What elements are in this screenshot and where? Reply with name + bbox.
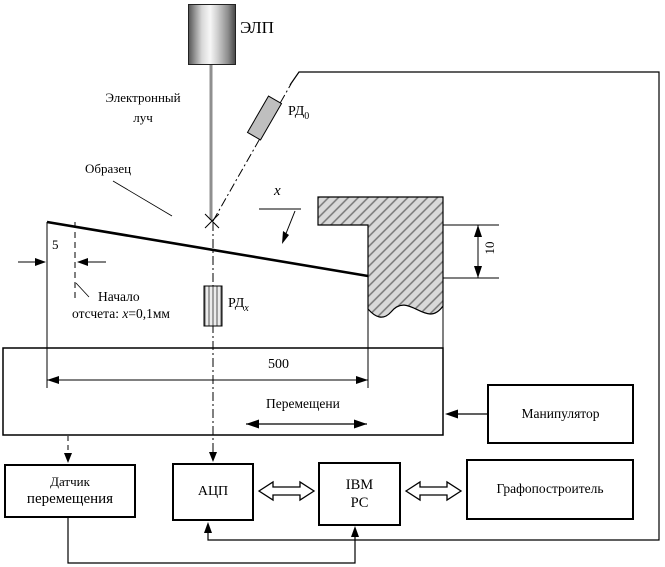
rd0-signal-line <box>204 71 660 541</box>
rdx-detector <box>203 285 223 327</box>
rdx-label: РДx <box>228 296 249 314</box>
electron-beam-label-line1: Электронный <box>105 90 181 105</box>
origin-note-leader <box>75 282 90 298</box>
rd0-label: РД0 <box>288 104 309 122</box>
electron-beam-label-line2: луч <box>133 110 153 126</box>
origin-note-line2-x: x <box>122 305 129 321</box>
electron-gun <box>188 4 236 65</box>
rd0-label-base: РД <box>288 104 305 119</box>
movement-label: Перемещени <box>266 396 340 411</box>
origin-note-line2-pre: отсчета: <box>72 305 123 321</box>
electron-beam-label: Электронный луч <box>92 88 194 128</box>
computer-box-line1: IBM <box>345 476 374 493</box>
dimension-500 <box>47 376 368 384</box>
machine-frame <box>2 347 444 436</box>
manipulator-arrow <box>445 409 487 419</box>
hatched-block <box>317 196 444 318</box>
adc-box: АЦП <box>172 463 254 521</box>
sensor-signal-line <box>67 518 359 564</box>
origin-note-line1: Начало <box>98 289 140 304</box>
displacement-sensor-line1: Датчик <box>50 473 90 489</box>
dimension-10 <box>443 224 499 279</box>
rdx-axis-arrowhead <box>209 452 217 462</box>
displacement-sensor-box: Датчик перемещения <box>4 464 136 518</box>
x-axis-leader <box>259 208 301 244</box>
origin-note-line2-post: =0,1мм <box>128 305 170 321</box>
dimension-5-label: 5 <box>52 237 59 252</box>
movement-arrow <box>246 419 367 429</box>
manipulator-box: Манипулятор <box>487 384 634 444</box>
plotter-box-label: Графопостроитель <box>496 481 604 497</box>
rdx-label-sub: x <box>244 302 249 314</box>
origin-note: Начало отсчета: x=0,1мм <box>72 289 170 323</box>
sample-wedge <box>46 220 369 388</box>
sample-label: Образец <box>85 161 132 176</box>
dimension-10-label: 10 <box>482 241 497 255</box>
computer-box: IBM PC <box>318 462 401 526</box>
sample-label-leader <box>112 180 173 217</box>
manipulator-box-label: Манипулятор <box>521 405 600 421</box>
frame-to-sensor-dashed-arrow <box>64 436 72 463</box>
origin-note-line2: отсчета: x=0,1мм <box>72 306 170 323</box>
rd0-label-sub: 0 <box>304 110 310 122</box>
bus-arrow-pc-plotter <box>404 480 463 502</box>
x-axis-label: x <box>274 183 281 199</box>
beam-spot-mark <box>204 213 220 229</box>
electron-gun-label: ЭЛП <box>240 18 274 37</box>
dimension-500-label: 500 <box>268 357 289 372</box>
bus-arrow-adc-pc <box>257 480 316 502</box>
rdx-label-base: РД <box>228 296 245 311</box>
displacement-sensor-line2: перемещения <box>26 490 114 507</box>
adc-box-label: АЦП <box>197 484 229 500</box>
rd0-detector <box>246 95 283 141</box>
dimension-5 <box>18 222 106 302</box>
computer-box-line2: PC <box>350 495 369 511</box>
plotter-box: Графопостроитель <box>466 459 634 520</box>
